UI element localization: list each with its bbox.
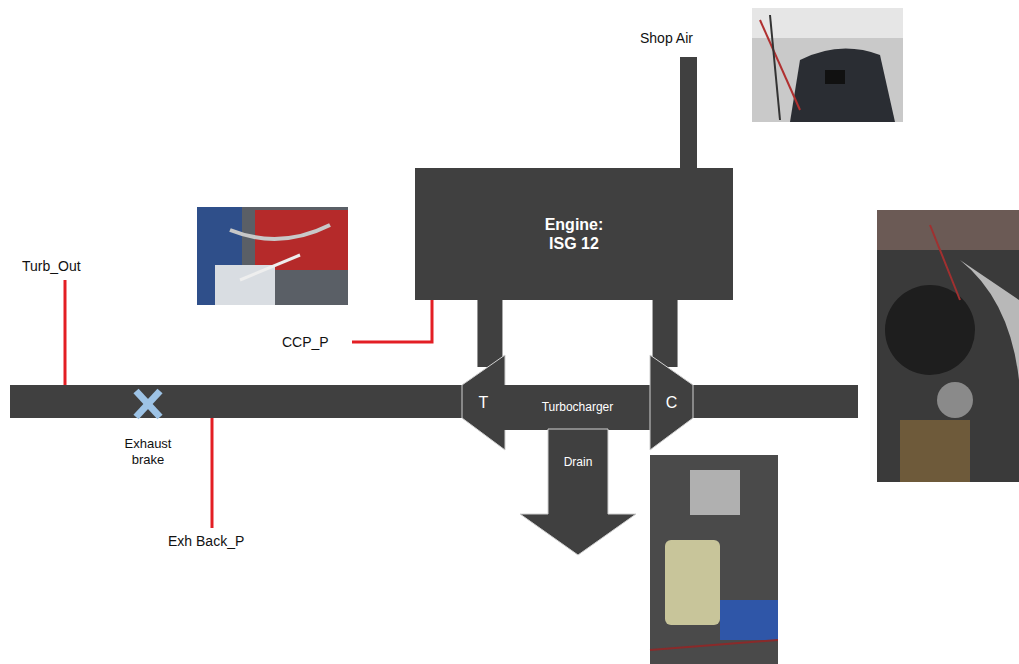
- compressor-symbol-shape: [650, 355, 693, 450]
- pipe-connector: [477, 300, 502, 367]
- pipe-connector: [653, 300, 678, 367]
- signal-label: Exh Back_P: [168, 533, 244, 550]
- signal-label: Exhaust brake: [118, 436, 178, 467]
- sensor-line: [211, 418, 214, 528]
- exhaust-brake-symbol: [136, 391, 160, 417]
- photo: [752, 8, 903, 122]
- drain-arrow-outline: [520, 429, 636, 555]
- engine-box: Engine: ISG 12: [415, 168, 733, 300]
- signal-label: Turb_Out: [22, 258, 81, 275]
- shop-air-pipe: [680, 57, 697, 169]
- drain-arrow: Drain: [520, 429, 636, 555]
- photo: [650, 455, 778, 664]
- node-text: T: [479, 393, 489, 412]
- photo: [877, 210, 1019, 482]
- sensor-line: [64, 280, 67, 385]
- signal-label: Shop Air: [640, 30, 693, 47]
- node-text: Drain: [564, 455, 593, 469]
- turbine-symbol-shape: [462, 355, 505, 450]
- node-text: Engine: ISG 12: [534, 215, 614, 253]
- exhaust-pipe: [10, 385, 463, 418]
- turbine-symbol: T: [462, 355, 505, 450]
- node-text: Turbocharger: [542, 400, 614, 414]
- sensor-line: [352, 300, 432, 342]
- signal-label: CCP_P: [282, 334, 329, 351]
- turbocharger-body: Turbocharger: [504, 385, 651, 430]
- drain-arrow-shape: [520, 429, 636, 555]
- photo: [197, 207, 348, 305]
- compressor-symbol: C: [650, 355, 693, 450]
- node-text: C: [666, 393, 678, 412]
- intake-pipe: [692, 385, 858, 418]
